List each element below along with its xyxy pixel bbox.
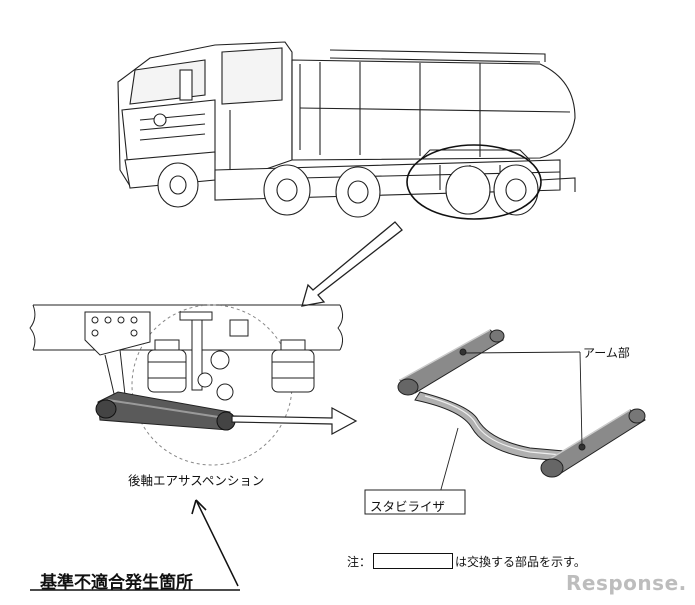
rear-air-suspension-illustration <box>29 304 344 466</box>
replacement-note: 注： は交換する部品を示す。 <box>347 553 586 570</box>
tank-truck-illustration <box>117 41 576 218</box>
note-suffix: は交換する部品を示す。 <box>455 555 586 569</box>
rear-axle-highlight-ellipse <box>406 144 542 220</box>
response-watermark-logo: Response. <box>566 571 687 595</box>
note-prefix: 注： <box>347 555 372 569</box>
defect-location-caption: 基準不適合発生箇所 <box>40 573 193 593</box>
stabilizer-label-box <box>364 489 466 515</box>
arm-label: アーム部 <box>583 346 630 360</box>
stabilizer-beam-highlight <box>95 391 236 431</box>
stabilizer-part-illustration <box>397 329 646 478</box>
stabilizer-label: スタビライザ <box>370 499 446 514</box>
note-box-sample <box>373 553 454 569</box>
suspension-label: 後軸エアサスペンション <box>128 473 265 488</box>
caption-pointer-arrow <box>30 499 240 591</box>
leader-lines <box>439 351 583 494</box>
detail-arrow-icon <box>231 406 358 436</box>
zoom-arrow-icon <box>301 221 403 307</box>
